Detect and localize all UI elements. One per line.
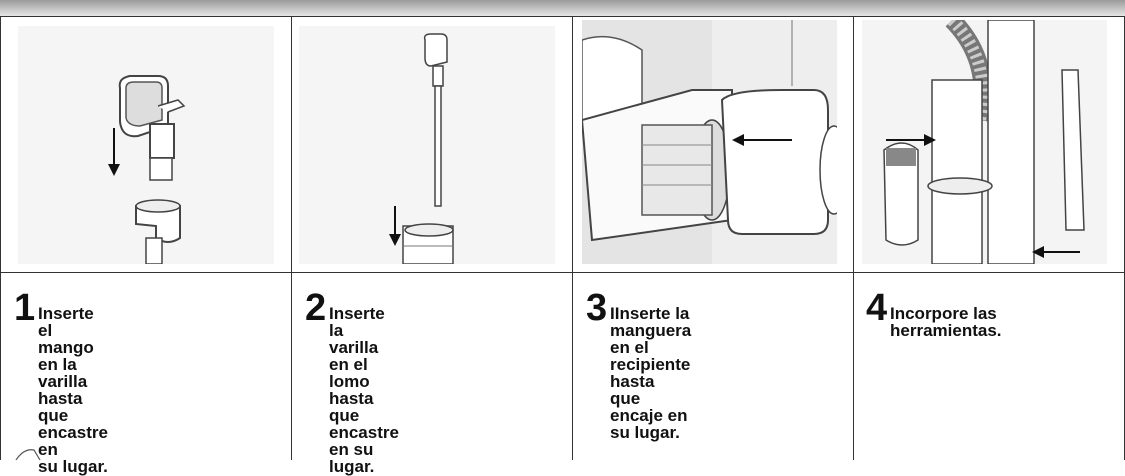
grid-divider xyxy=(853,16,854,460)
step-text: IInserte la manguera en el recipiente ha… xyxy=(610,304,692,442)
step-number: 4 xyxy=(866,287,887,329)
step-number: 3 xyxy=(586,287,607,329)
grid-divider xyxy=(0,272,1125,273)
grid-divider xyxy=(0,16,1125,17)
step4-illustration xyxy=(862,20,1107,264)
step-text: Inserte la varilla en el lomo hasta que … xyxy=(329,304,399,476)
tools-storage-icon xyxy=(862,20,1107,264)
header-band xyxy=(0,0,1125,16)
step-number: 2 xyxy=(305,287,326,329)
pen-icon xyxy=(15,449,41,460)
step-text: Inserte el mango en la varilla hasta que… xyxy=(38,304,108,476)
grid-divider xyxy=(0,16,1,460)
step-text: Incorpore las herramientas. xyxy=(890,304,1002,340)
instruction-grid: 1 Inserte el mango en la varilla hasta q… xyxy=(0,16,1125,475)
handle-into-wand-icon xyxy=(18,26,274,264)
step3-illustration xyxy=(582,20,837,264)
step2-illustration xyxy=(299,26,555,264)
step-number: 1 xyxy=(14,287,35,329)
hose-into-canister-icon xyxy=(582,20,837,264)
wand-into-base-icon xyxy=(299,26,555,264)
step1-illustration xyxy=(18,26,274,264)
grid-divider xyxy=(291,16,292,460)
grid-divider xyxy=(572,16,573,460)
